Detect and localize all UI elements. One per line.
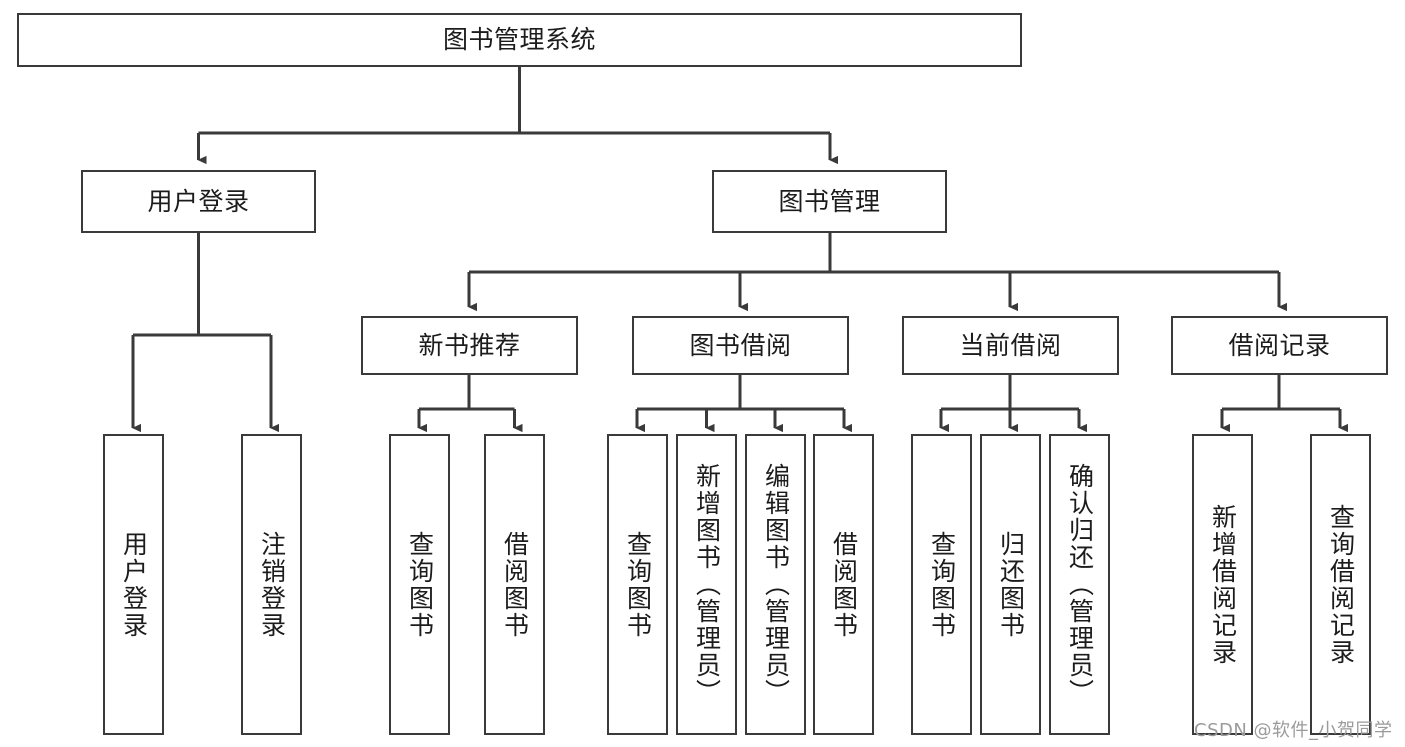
node-user-login[interactable]: 用户登录 (81, 170, 316, 233)
node-leaf-query-book-3-label: 查询图书 (927, 530, 957, 639)
node-leaf-add-record-label: 新增借阅记录 (1208, 503, 1238, 666)
node-leaf-confirm-return[interactable]: 确认归还（管理员） (1049, 434, 1110, 735)
node-leaf-query-book-2-label: 查询图书 (623, 530, 653, 639)
node-current-borrow[interactable]: 当前借阅 (902, 316, 1119, 375)
node-leaf-borrow-book-1-label: 借阅图书 (500, 530, 530, 639)
node-new-book-recommend-label: 新书推荐 (418, 330, 521, 360)
node-leaf-query-record-label: 查询借阅记录 (1326, 503, 1356, 666)
node-leaf-return-book[interactable]: 归还图书 (980, 434, 1041, 735)
node-leaf-user-login[interactable]: 用户登录 (103, 434, 164, 735)
node-leaf-edit-book-label: 编辑图书（管理员） (761, 463, 791, 706)
node-book-borrow[interactable]: 图书借阅 (632, 316, 849, 375)
node-leaf-borrow-book-2-label: 借阅图书 (829, 530, 859, 639)
node-leaf-borrow-book-2[interactable]: 借阅图书 (813, 434, 874, 735)
node-leaf-query-book-1[interactable]: 查询图书 (389, 434, 450, 735)
node-leaf-edit-book[interactable]: 编辑图书（管理员） (745, 434, 806, 735)
node-leaf-add-book-label: 新增图书（管理员） (692, 463, 722, 706)
node-user-login-label: 用户登录 (147, 186, 250, 216)
node-leaf-add-book[interactable]: 新增图书（管理员） (676, 434, 737, 735)
node-book-borrow-label: 图书借阅 (689, 330, 792, 360)
node-book-management-label: 图书管理 (778, 186, 881, 216)
node-root-label: 图书管理系统 (442, 25, 596, 55)
node-current-borrow-label: 当前借阅 (959, 330, 1062, 360)
node-leaf-user-login-label: 用户登录 (119, 530, 149, 639)
node-leaf-add-record[interactable]: 新增借阅记录 (1192, 434, 1253, 735)
node-new-book-recommend[interactable]: 新书推荐 (361, 316, 578, 375)
node-leaf-query-book-2[interactable]: 查询图书 (607, 434, 668, 735)
node-leaf-user-logout[interactable]: 注销登录 (241, 434, 302, 735)
node-leaf-return-book-label: 归还图书 (996, 530, 1026, 639)
node-borrow-record-label: 借阅记录 (1228, 330, 1331, 360)
node-borrow-record[interactable]: 借阅记录 (1171, 316, 1388, 375)
node-leaf-query-book-3[interactable]: 查询图书 (911, 434, 972, 735)
node-leaf-user-logout-label: 注销登录 (257, 530, 287, 639)
node-leaf-query-book-1-label: 查询图书 (405, 530, 435, 639)
node-leaf-borrow-book-1[interactable]: 借阅图书 (484, 434, 545, 735)
csdn-watermark: CSDN @软件_小贺同学 (1194, 720, 1393, 741)
node-book-management[interactable]: 图书管理 (712, 170, 947, 233)
node-root[interactable]: 图书管理系统 (17, 13, 1022, 67)
node-leaf-query-record[interactable]: 查询借阅记录 (1310, 434, 1371, 735)
node-leaf-confirm-return-label: 确认归还（管理员） (1065, 463, 1095, 706)
